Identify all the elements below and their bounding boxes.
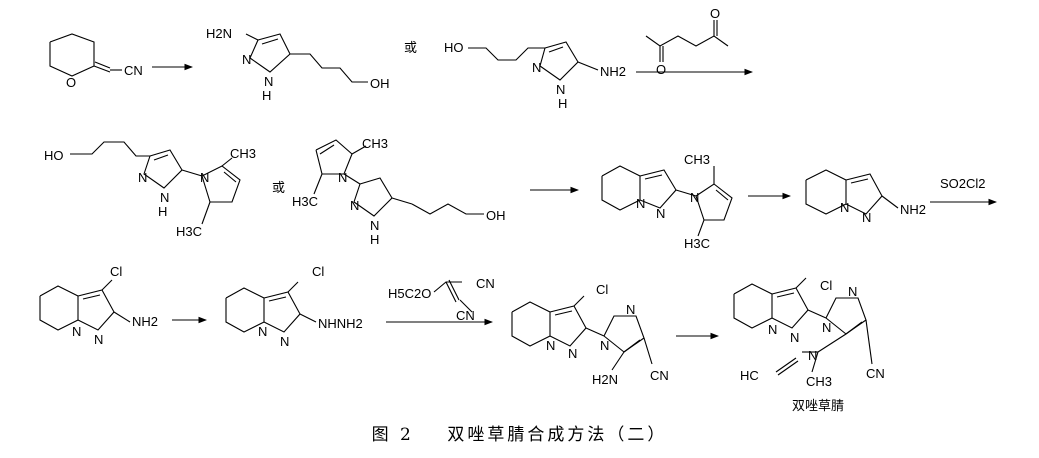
label-nhnh2: NHNH2	[318, 316, 363, 331]
label-h3c-1: H3C	[176, 224, 202, 239]
structure-pyrrolyl-pyrazole-a	[70, 141, 241, 225]
label-cl-3: Cl	[596, 282, 608, 297]
label-ch3-2: CH3	[362, 136, 388, 151]
label-nh2-3: NH2	[132, 314, 158, 329]
label-n-8: N	[656, 206, 665, 221]
figure-number: 图 2	[371, 425, 414, 445]
label-n-3: N	[138, 170, 147, 185]
label-or-1: 或	[404, 40, 417, 55]
structure-pyrrolyl-pyrazole-b	[313, 139, 484, 217]
label-ho-2: HO	[44, 148, 64, 163]
label-n-23: N	[848, 284, 857, 299]
label-n-2: N	[532, 60, 541, 75]
label-nh-2: N	[556, 82, 565, 97]
structure-aminocyano-pyrazole	[511, 295, 653, 371]
label-h5c2o: H5C2O	[388, 286, 431, 301]
label-h-2: H	[558, 96, 567, 111]
label-n-11: N	[862, 210, 871, 225]
label-cn-4: CN	[650, 368, 669, 383]
structure-pyranylidene-acetonitrile	[49, 33, 122, 77]
label-n-9: N	[690, 190, 699, 205]
label-n-15: N	[280, 334, 289, 349]
product-name: 双唑草腈	[792, 398, 844, 413]
label-nh-4: N	[370, 218, 379, 233]
label-so2cl2: SO2Cl2	[940, 176, 986, 191]
structure-bicyclic-amine	[805, 169, 899, 215]
label-hc: HC	[740, 368, 759, 383]
label-cn-5: CN	[866, 366, 885, 381]
label-o-1: O	[66, 75, 76, 90]
label-cl-4: Cl	[820, 278, 832, 293]
label-n-10: N	[840, 200, 849, 215]
structure-aminopyrazole-a	[245, 33, 368, 83]
label-nh-3: N	[160, 190, 169, 205]
reagent-ethoxymethylene-malononitrile	[433, 279, 473, 313]
label-ch3-1: CH3	[230, 146, 256, 161]
label-h2n-2: H2N	[592, 372, 618, 387]
label-n-13: N	[94, 332, 103, 347]
label-ch3-3: CH3	[684, 152, 710, 167]
label-oh-1: OH	[370, 76, 390, 91]
label-h-4: H	[370, 232, 379, 247]
label-n-19: N	[626, 302, 635, 317]
structure-bicyclic-pyrrolyl	[601, 165, 733, 237]
label-nh2-2: NH2	[900, 202, 926, 217]
label-h-1: H	[262, 88, 271, 103]
label-o-2: O	[656, 62, 666, 77]
label-n-1: N	[242, 52, 251, 67]
label-nh-1: N	[264, 74, 273, 89]
structure-chloro-hydrazine	[225, 281, 317, 333]
label-n-7: N	[636, 196, 645, 211]
label-h3c-2: H3C	[292, 194, 318, 209]
structure-product	[733, 277, 873, 376]
label-n-22: N	[822, 320, 831, 335]
label-ch3-4: CH3	[806, 374, 832, 389]
label-ho-1: HO	[444, 40, 464, 55]
label-n-17: N	[568, 346, 577, 361]
reagent-hexanedione	[645, 20, 729, 62]
label-h2n-1: H2N	[206, 26, 232, 41]
label-or-2: 或	[272, 180, 285, 195]
label-nh2-1: NH2	[600, 64, 626, 79]
label-cn-2: CN	[476, 276, 495, 291]
label-h-3: H	[158, 204, 167, 219]
label-n-20: N	[768, 322, 777, 337]
label-n-6: N	[350, 198, 359, 213]
label-n-12: N	[72, 324, 81, 339]
label-n-5: N	[338, 170, 347, 185]
label-oh-2: OH	[486, 208, 506, 223]
label-n-4: N	[200, 170, 209, 185]
label-cn-3: CN	[456, 308, 475, 323]
label-n-24: N	[808, 348, 817, 363]
structure-chloro-amine	[39, 279, 131, 331]
figure-caption: 图 2 双唑草腈合成方法（二）	[0, 420, 1039, 445]
label-o-3: O	[710, 6, 720, 21]
label-n-21: N	[790, 330, 799, 345]
structure-aminopyrazole-b	[468, 41, 599, 81]
label-n-14: N	[258, 324, 267, 339]
label-cl-2: Cl	[312, 264, 324, 279]
figure-title: 双唑草腈合成方法（二）	[447, 425, 668, 445]
label-n-18: N	[600, 338, 609, 353]
label-n-16: N	[546, 338, 555, 353]
label-cn-1: CN	[124, 63, 143, 78]
label-cl-1: Cl	[110, 264, 122, 279]
label-h3c-3: H3C	[684, 236, 710, 251]
